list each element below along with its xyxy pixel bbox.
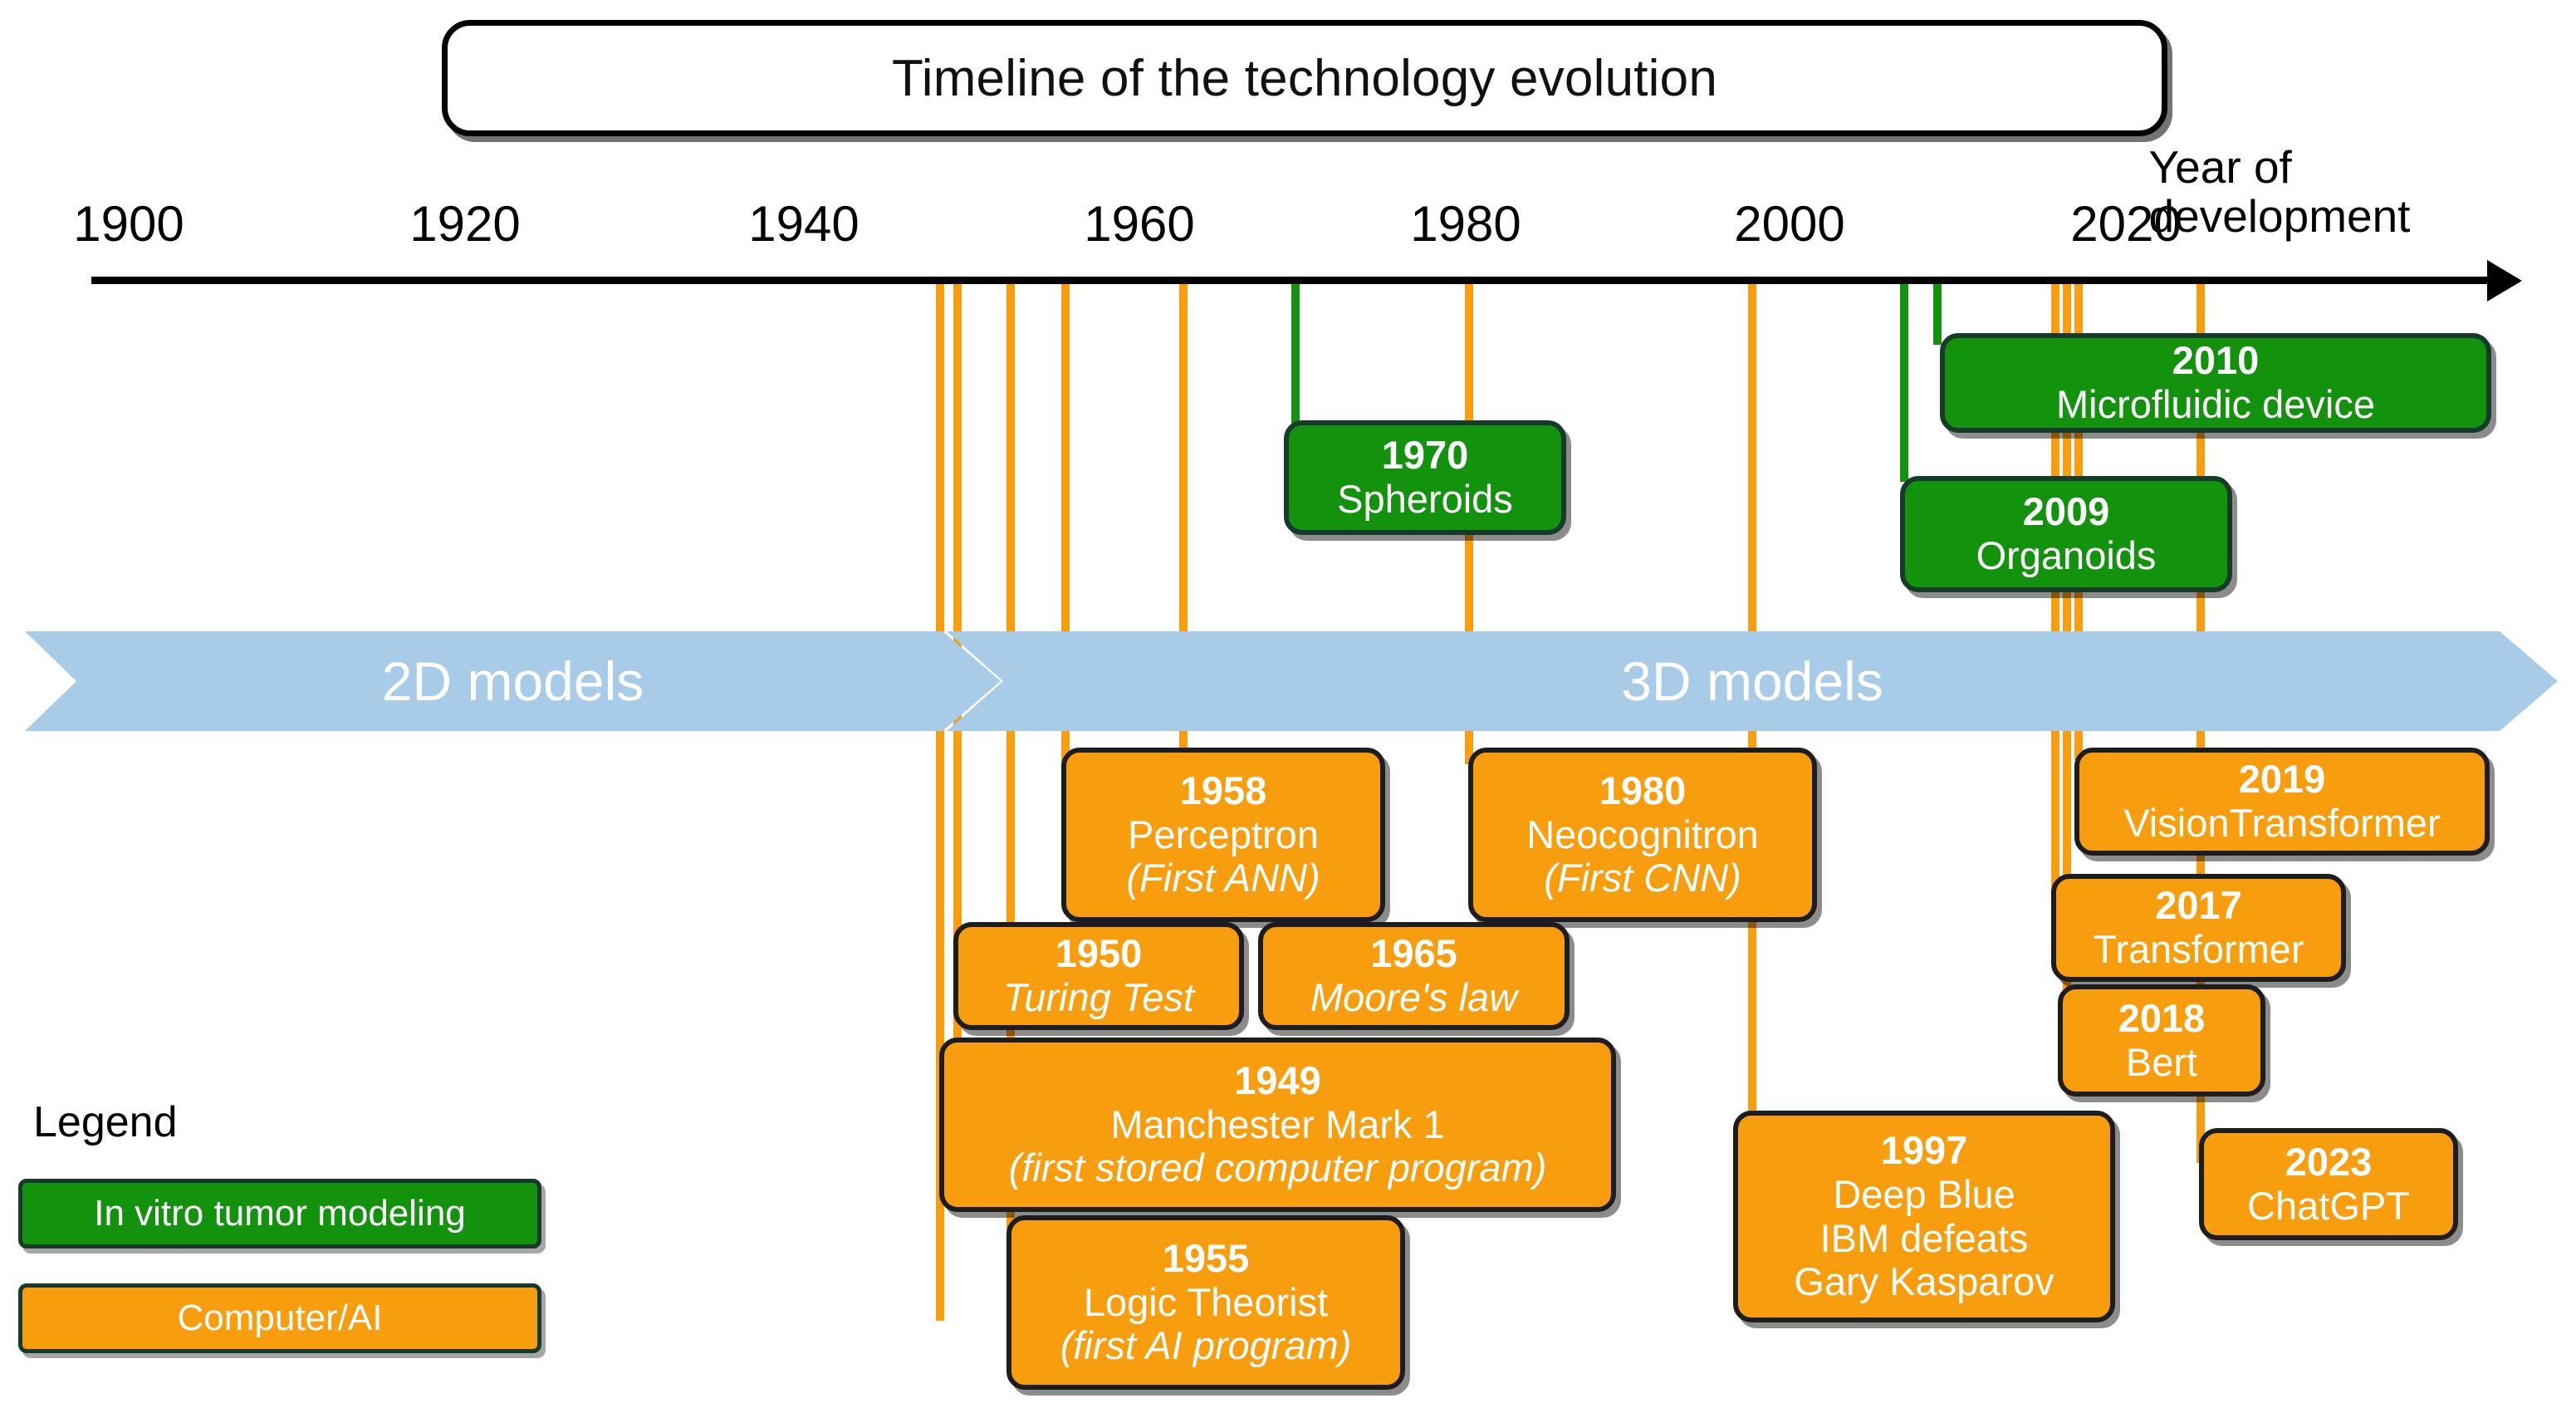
evt-2017-transformer-year: 2017 [2155,883,2242,928]
evt-2009-organoids-line-0: Organoids [1976,533,2157,577]
axis-tick-1940: 1940 [748,196,859,252]
figure-title-text: Timeline of the technology evolution [891,49,1718,107]
line-1958 [1061,282,1070,764]
timeline-axis-line [91,277,2491,284]
line-1965 [1179,282,1188,922]
evt-2018-bert-line-0: Bert [2125,1039,2198,1084]
evt-2023-chatgpt-year: 2023 [2285,1139,2373,1184]
axis-tick-2020: 2020 [2070,196,2182,252]
axis-tick-1900: 1900 [73,196,184,252]
evt-1997-deep-blue-line-1: IBM defeats [1819,1215,2029,1260]
evt-1997-deep-blue-year: 1997 [1880,1128,1968,1173]
axis-caption-line2: development [2148,190,2411,243]
evt-2010-microfluidic-line-0: Microfluidic device [2056,382,2375,426]
evt-1955-logic-theorist-line-0: Logic Theorist [1083,1279,1329,1324]
line-1950 [953,282,962,1196]
axis-tick-1920: 1920 [409,196,521,252]
evt-1958-perceptron-note-0: (First ANN) [1126,856,1320,900]
evt-1950-turing-test-year: 1950 [1055,931,1143,976]
evt-1955-logic-theorist-year: 1955 [1162,1236,1250,1281]
legend-item-green[interactable]: In vitro tumor modeling [18,1179,541,1249]
evt-1949-manchester-mark1-note-0: (first stored computer program) [1008,1146,1547,1190]
axis-caption: Year of development [2148,141,2411,243]
band-2d-models [25,631,1001,731]
axis-tick-2000: 2000 [1734,196,1845,252]
line-1970 [1291,282,1300,440]
timeline-axis-arrow-icon [2487,260,2522,302]
line-2010 [1933,282,1942,345]
evt-1997-deep-blue-line-0: Deep Blue [1833,1171,2015,1216]
evt-1949-manchester-mark1-line-0: Manchester Mark 1 [1110,1101,1445,1146]
line-1955 [1006,282,1015,1229]
axis-tick-1960: 1960 [1084,196,1195,252]
evt-1980-neocognitron-year: 1980 [1599,768,1687,813]
axis-tick-1980: 1980 [1410,196,1521,252]
evt-2018-bert-year: 2018 [2118,995,2206,1040]
evt-2017-transformer-line-0: Transformer [2093,927,2304,971]
evt-1949-manchester-mark1-year: 1949 [1234,1058,1321,1103]
evt-1970-spheroids-line-0: Spheroids [1337,477,1513,521]
evt-2023-chatgpt-line-0: ChatGPT [2247,1183,2410,1228]
model-phase-band: 2D models 3D models [25,631,2558,731]
evt-1997-deep-blue-line-2: Gary Kasparov [1794,1259,2054,1304]
evt-1965-moores-law-year: 1965 [1370,931,1457,976]
evt-1980-neocognitron-note-0: (First CNN) [1544,856,1741,900]
band-2d-models-label: 2D models [381,650,644,712]
evt-2019-visiontransformer-year: 2019 [2238,757,2326,802]
evt-1955-logic-theorist-note-0: (first AI program) [1060,1323,1352,1368]
evt-2009-organoids-year: 2009 [2022,489,2110,534]
evt-1950-turing-test-note-0: Turing Test [1003,975,1194,1019]
band-3d-models [947,631,2558,731]
evt-2010-microfluidic-year: 2010 [2172,338,2260,383]
evt-1965-moores-law-note-0: Moore's law [1310,975,1518,1019]
figure-title-box: Timeline of the technology evolution [442,20,2167,136]
legend-item-orange[interactable]: Computer/AI [18,1283,541,1353]
axis-caption-line1: Year of [2148,141,2292,193]
band-3d-models-label: 3D models [1621,650,1883,712]
line-1949 [936,282,944,1321]
evt-2019-visiontransformer-line-0: VisionTransformer [2123,801,2441,845]
evt-1958-perceptron-year: 1958 [1179,768,1267,813]
line-2009 [1900,282,1908,482]
evt-1958-perceptron-line-0: Perceptron [1128,812,1319,856]
evt-1970-spheroids-year: 1970 [1381,433,1469,478]
legend-title: Legend [33,1098,178,1146]
evt-1980-neocognitron-line-0: Neocognitron [1526,812,1759,856]
